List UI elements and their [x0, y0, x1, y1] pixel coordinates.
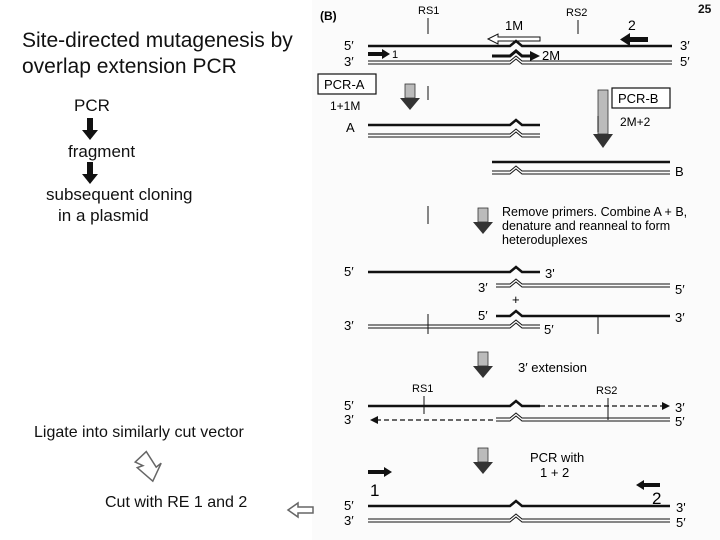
- remove-down-arrow: [473, 207, 493, 234]
- template-bottom-3prime: 3′: [344, 54, 354, 69]
- panel-label: (B): [320, 9, 337, 23]
- fragment-b-bottom-1: [492, 165, 670, 172]
- pcr-a-box: [317, 73, 377, 95]
- slide-title: Site-directed mutagenesis by overlap ext…: [22, 29, 293, 78]
- ext-top-3prime: 3′: [675, 400, 685, 415]
- flow-arrow-2: [82, 162, 98, 184]
- ext-bottom-5prime: 5′: [675, 414, 685, 429]
- primer-2m-arrow: [492, 49, 540, 61]
- fragment-a-label: A: [346, 120, 355, 135]
- final-bottom-strand-2: [368, 516, 670, 523]
- final-primer-1-label: 1: [370, 481, 379, 500]
- primer-1m-arrow: [486, 33, 541, 45]
- pcr-a-label: PCR-A: [324, 77, 365, 92]
- final-primer-1-arrow: [368, 467, 392, 477]
- remove-step-line2: denature and reanneal to form: [502, 219, 670, 233]
- extension-down-arrow: [473, 351, 493, 378]
- pcr-b-label: PCR-B: [618, 91, 658, 106]
- ligate-text: Ligate into similarly cut vector: [34, 424, 244, 441]
- final-top-5prime: 5′: [344, 498, 354, 513]
- pcr-a-primers: 1+1M: [330, 99, 360, 113]
- flow-step-cloning-line1: subsequent cloning: [46, 185, 193, 204]
- rs1-label-top: RS1: [418, 5, 439, 17]
- final-top-strand: [368, 499, 670, 508]
- flow-arrow-1: [82, 118, 98, 140]
- hetero1-top-5prime: 5′: [344, 264, 354, 279]
- flow-step-cloning-line2: in a plasmid: [58, 206, 149, 225]
- flow-step-fragment: fragment: [68, 142, 136, 161]
- hetero1-top-3prime: 3': [545, 266, 555, 281]
- ext-bottom-strand-1: [496, 412, 670, 419]
- template-bottom-5prime: 5′: [680, 54, 690, 69]
- template-bottom-strand-b: [368, 58, 672, 65]
- ext-top-arrowhead: [662, 402, 670, 410]
- pcr-b-primers: 2M+2: [620, 115, 651, 129]
- hetero2-bottom-strand-1: [368, 319, 540, 326]
- final-bottom-3prime: 3′: [344, 513, 354, 528]
- pcr-final-down-arrow: [473, 447, 493, 474]
- remove-step-line1: Remove primers. Combine A + B,: [502, 205, 687, 219]
- ext-bottom-strand-2: [496, 415, 670, 422]
- template-top-strand: [368, 39, 672, 48]
- primer-2-arrow: [620, 33, 648, 46]
- rs2-label-ext: RS2: [596, 385, 617, 397]
- pcr-b-down-arrow: [593, 89, 613, 148]
- page-number: 25: [698, 2, 712, 16]
- hetero2-top-3prime: 3′: [675, 310, 685, 325]
- primer-1-label: 1: [392, 49, 398, 61]
- hetero1-bottom-strand-1: [496, 278, 670, 285]
- final-primer-2-label: 2: [652, 489, 661, 508]
- final-primer-2-arrow: [636, 480, 660, 490]
- ext-top-strand-solid: [368, 399, 540, 408]
- cut-text: Cut with RE 1 and 2: [105, 494, 248, 511]
- pcr-with-line1: PCR with: [530, 450, 584, 465]
- primer-1m-label: 1M: [505, 18, 523, 33]
- ext-bottom-arrowhead: [370, 416, 378, 424]
- hetero2-bottom-3prime: 3′: [344, 318, 354, 333]
- final-top-3prime: 3': [676, 500, 686, 515]
- primer-1-arrow: [368, 49, 390, 59]
- hetero1-bottom-strand-2: [496, 281, 670, 288]
- hetero2-top-5prime: 5′: [478, 308, 488, 323]
- hetero1-top-strand: [368, 265, 540, 274]
- fragment-a-bottom-1: [368, 128, 540, 135]
- fragment-b-bottom-2: [492, 168, 670, 175]
- ext-bottom-3prime: 3′: [344, 412, 354, 427]
- gray-left-arrow: [286, 501, 314, 519]
- primer-2-label: 2: [628, 17, 636, 33]
- rs2-label-top: RS2: [566, 7, 587, 19]
- remove-step-line3: heteroduplexes: [502, 233, 587, 247]
- hetero1-bottom-5prime: 5′: [675, 282, 685, 297]
- hetero2-bottom-strand-2: [368, 322, 540, 329]
- fragment-b-label: B: [675, 164, 684, 179]
- flow-step-pcr: PCR: [74, 96, 110, 115]
- ext-top-5prime: 5′: [344, 398, 354, 413]
- hetero2-bottom-5prime: 5′: [544, 322, 554, 337]
- template-bottom-strand-a: [368, 55, 672, 62]
- primer-2m-label: 2M: [542, 48, 560, 63]
- hetero1-bottom-3prime: 3′: [478, 280, 488, 295]
- hetero2-top-strand: [496, 309, 670, 318]
- template-top-5prime: 5′: [344, 38, 354, 53]
- final-bottom-5prime: 5′: [676, 515, 686, 530]
- extension-label: 3′ extension: [518, 360, 587, 375]
- final-bottom-strand-1: [368, 513, 670, 520]
- rs1-label-ext: RS1: [412, 383, 433, 395]
- pcr-with-line2: 1 + 2: [540, 465, 569, 480]
- gray-up-arrow: [133, 450, 162, 483]
- fragment-a-top: [368, 118, 540, 127]
- pcr-b-box: [611, 87, 671, 109]
- pcr-a-down-arrow: [400, 83, 420, 110]
- fragment-a-bottom-2: [368, 131, 540, 138]
- plus-sign: +: [512, 292, 520, 307]
- template-top-3prime: 3′: [680, 38, 690, 53]
